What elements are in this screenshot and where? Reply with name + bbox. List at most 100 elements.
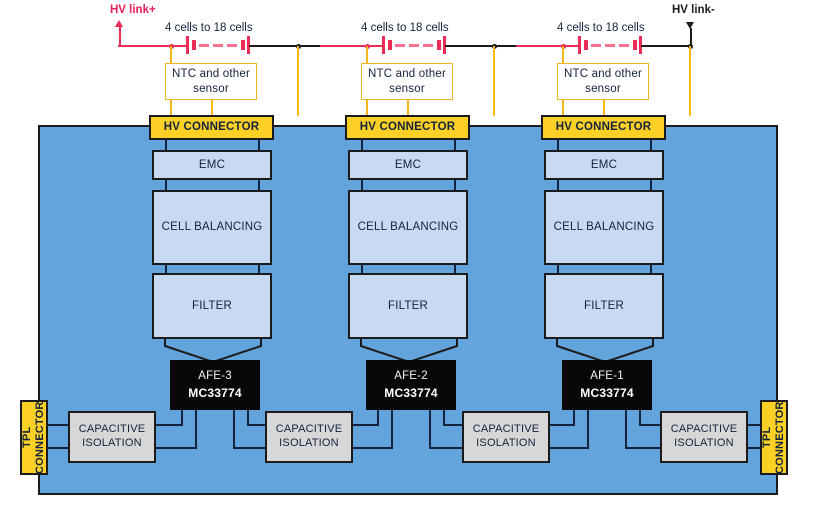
cell-ellipsis-1-seg3 — [619, 44, 629, 47]
hv-link-negative-arrowhead — [686, 22, 694, 29]
isolation-label-line1: CAPACITIVE — [78, 423, 146, 436]
cell-balancing-block-3[interactable]: CELL BALANCING — [152, 190, 272, 265]
link-hv-emc-2-left — [361, 139, 363, 151]
cell-symbol-3-b-short — [241, 40, 245, 50]
afe-name-2: AFE-2 — [394, 370, 428, 383]
hv-connector-1[interactable]: HV CONNECTOR — [541, 115, 666, 140]
cell-count-label-3: 4 cells to 18 cells — [165, 22, 253, 34]
link-cb-filter-2-left — [361, 264, 363, 274]
cell-balancing-block-2[interactable]: CELL BALANCING — [348, 190, 468, 265]
rail-segment-left-3 — [118, 45, 186, 47]
hv-link-positive-label: HV link+ — [110, 4, 156, 16]
hv-link-negative-riser — [689, 28, 692, 46]
rail-segment-right-2 — [445, 45, 519, 47]
isolation-label-line1: CAPACITIVE — [472, 423, 540, 436]
capacitive-isolation-3[interactable]: CAPACITIVE ISOLATION — [462, 411, 550, 463]
ntc-label-line2: sensor — [193, 82, 229, 95]
cell-symbol-3-a-long — [186, 36, 189, 54]
link-emc-cb-1-left — [557, 179, 559, 191]
link-cb-filter-1-right — [650, 264, 652, 274]
link-cb-filter-2-right — [454, 264, 456, 274]
tap-line-2-center — [407, 100, 409, 116]
isolation-label-line1: CAPACITIVE — [275, 423, 343, 436]
capacitive-isolation-2[interactable]: CAPACITIVE ISOLATION — [265, 411, 353, 463]
afe-part-1: MC33774 — [580, 385, 634, 400]
cell-symbol-2-a-short — [388, 40, 392, 50]
link-emc-cb-3-left — [165, 179, 167, 191]
afe-name-1: AFE-1 — [590, 370, 624, 383]
filter-block-3[interactable]: FILTER — [152, 273, 272, 339]
cell-symbol-2-b-short — [437, 40, 441, 50]
ntc-label-line2: sensor — [389, 82, 425, 95]
cell-symbol-1-b-long — [639, 36, 642, 54]
rail-segment-left-2 — [320, 45, 382, 47]
isolation-label-line2: ISOLATION — [674, 437, 734, 449]
emc-block-3[interactable]: EMC — [152, 150, 272, 180]
ntc-sensor-block-2: NTC and other sensor — [361, 63, 453, 100]
hv-link-positive-riser — [118, 26, 121, 46]
link-hv-emc-3-left — [165, 139, 167, 151]
cell-ellipsis-2-seg2 — [409, 44, 419, 47]
cell-ellipsis-2-seg3 — [423, 44, 433, 47]
link-hv-emc-2-right — [454, 139, 456, 151]
ntc-sensor-block-1: NTC and other sensor — [557, 63, 649, 100]
afe-part-3: MC33774 — [188, 385, 242, 400]
link-emc-cb-2-right — [454, 179, 456, 191]
cell-ellipsis-1-seg1 — [591, 44, 601, 47]
filter-block-2[interactable]: FILTER — [348, 273, 468, 339]
cell-ellipsis-2-seg1 — [395, 44, 405, 47]
isolation-label-line2: ISOLATION — [476, 437, 536, 449]
tap-line-2-right — [493, 46, 495, 116]
tap-line-3-center — [211, 100, 213, 116]
tap-line-1-right — [689, 46, 691, 116]
link-cb-filter-3-left — [165, 264, 167, 274]
cell-count-label-1: 4 cells to 18 cells — [557, 22, 645, 34]
link-hv-emc-1-right — [650, 139, 652, 151]
link-cb-filter-1-left — [557, 264, 559, 274]
hv-link-positive-arrowhead — [115, 20, 123, 27]
cell-ellipsis-3-seg1 — [199, 44, 209, 47]
capacitive-isolation-4[interactable]: CAPACITIVE ISOLATION — [660, 411, 748, 463]
rail-segment-left-1 — [516, 45, 578, 47]
afe-block-3[interactable]: AFE-3 MC33774 — [170, 360, 260, 410]
afe-part-2: MC33774 — [384, 385, 438, 400]
emc-block-1[interactable]: EMC — [544, 150, 664, 180]
link-emc-cb-2-left — [361, 179, 363, 191]
cell-count-label-2: 4 cells to 18 cells — [361, 22, 449, 34]
isolation-label-line2: ISOLATION — [279, 437, 339, 449]
link-emc-cb-3-right — [258, 179, 260, 191]
cell-symbol-1-a-long — [578, 36, 581, 54]
hv-connector-2[interactable]: HV CONNECTOR — [345, 115, 470, 140]
capacitive-isolation-1[interactable]: CAPACITIVE ISOLATION — [68, 411, 156, 463]
afe-name-3: AFE-3 — [198, 370, 232, 383]
cell-balancing-block-1[interactable]: CELL BALANCING — [544, 190, 664, 265]
link-hv-emc-3-right — [258, 139, 260, 151]
ntc-label-line1: NTC and other — [563, 68, 643, 81]
filter-block-1[interactable]: FILTER — [544, 273, 664, 339]
ntc-label-line1: NTC and other — [367, 68, 447, 81]
cell-symbol-1-a-short — [584, 40, 588, 50]
tap-line-1-center — [603, 100, 605, 116]
cell-ellipsis-3-seg3 — [227, 44, 237, 47]
cell-ellipsis-1-seg2 — [605, 44, 615, 47]
ntc-sensor-block-3: NTC and other sensor — [165, 63, 257, 100]
cell-symbol-2-a-long — [382, 36, 385, 54]
link-cb-filter-3-right — [258, 264, 260, 274]
ntc-label-line1: NTC and other — [171, 68, 251, 81]
hv-connector-3[interactable]: HV CONNECTOR — [149, 115, 274, 140]
rail-segment-right-1 — [641, 45, 691, 47]
tap-line-3-right — [297, 46, 299, 116]
cell-ellipsis-3-seg2 — [213, 44, 223, 47]
emc-block-2[interactable]: EMC — [348, 150, 468, 180]
ntc-label-line2: sensor — [585, 82, 621, 95]
link-emc-cb-1-right — [650, 179, 652, 191]
cell-symbol-3-b-long — [247, 36, 250, 54]
afe-block-1[interactable]: AFE-1 MC33774 — [562, 360, 652, 410]
afe-block-2[interactable]: AFE-2 MC33774 — [366, 360, 456, 410]
cell-symbol-2-b-long — [443, 36, 446, 54]
isolation-label-line2: ISOLATION — [82, 437, 142, 449]
link-hv-emc-1-left — [557, 139, 559, 151]
hv-link-negative-label: HV link- — [672, 4, 715, 16]
